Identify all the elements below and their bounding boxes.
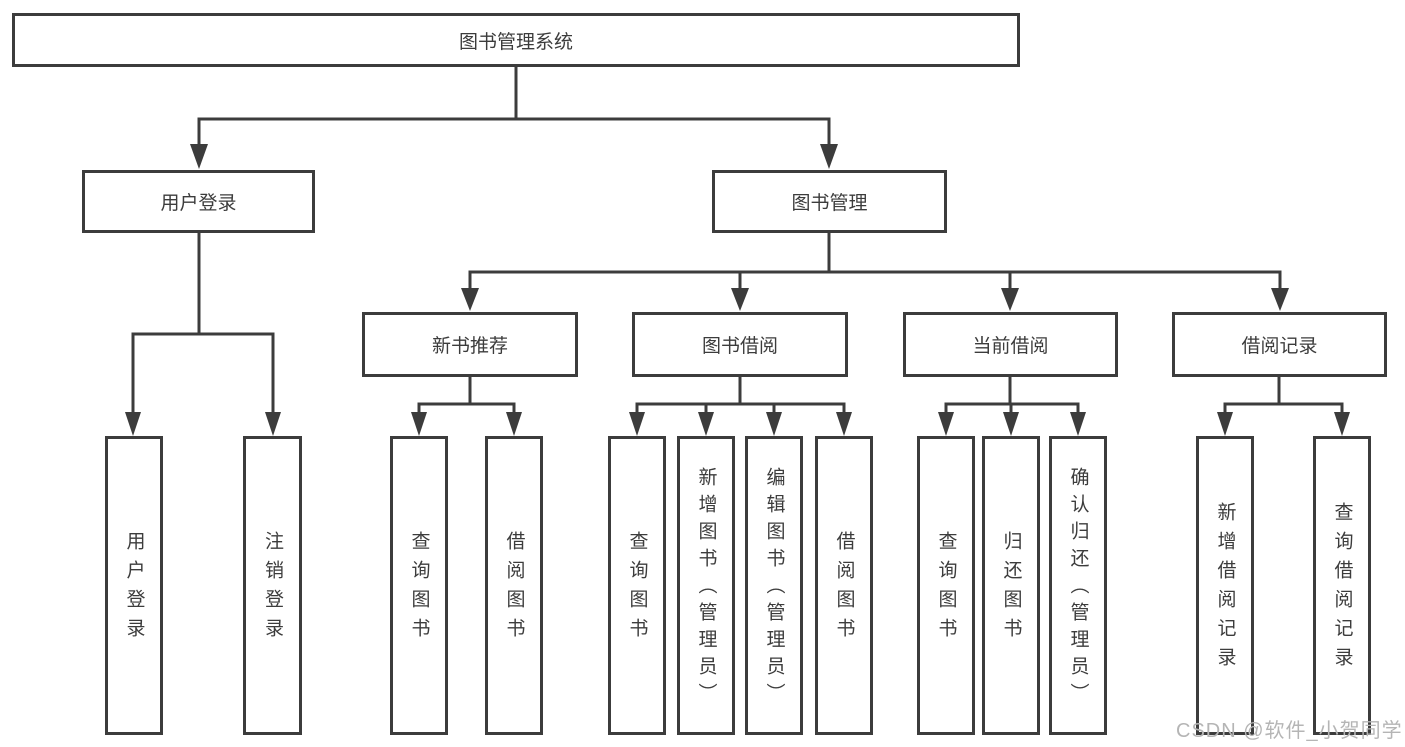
leaf-query-books-borrowing: 查询图书 [608,436,666,735]
leaf-add-borrow-record: 新增借阅记录 [1196,436,1254,735]
leaf-confirm-return-admin: 确认归还（管理员） [1049,436,1107,735]
leaf-borrow-books: 借阅图书 [815,436,873,735]
watermark-text: CSDN @软件_小贺同学 [1176,720,1403,742]
leaf-query-borrow-record: 查询借阅记录 [1313,436,1371,735]
leaf-query-books-recommend: 查询图书 [390,436,448,735]
leaf-logout: 注销登录 [243,436,302,735]
leaf-add-book-admin: 新增图书（管理员） [677,436,735,735]
node-new-book-recommend: 新书推荐 [362,312,578,377]
node-book-management: 图书管理 [712,170,947,233]
node-book-borrowing: 图书借阅 [632,312,848,377]
leaf-return-books: 归还图书 [982,436,1040,735]
arrowheads [125,144,1350,436]
leaf-query-books-current: 查询图书 [917,436,975,735]
node-root-library-system: 图书管理系统 [12,13,1020,67]
leaf-user-login: 用户登录 [105,436,163,735]
leaf-edit-book-admin: 编辑图书（管理员） [745,436,803,735]
node-current-borrowing: 当前借阅 [903,312,1118,377]
leaf-borrow-books-recommend: 借阅图书 [485,436,543,735]
node-borrowing-records: 借阅记录 [1172,312,1387,377]
node-user-login: 用户登录 [82,170,315,233]
connector-shafts [131,67,1344,413]
